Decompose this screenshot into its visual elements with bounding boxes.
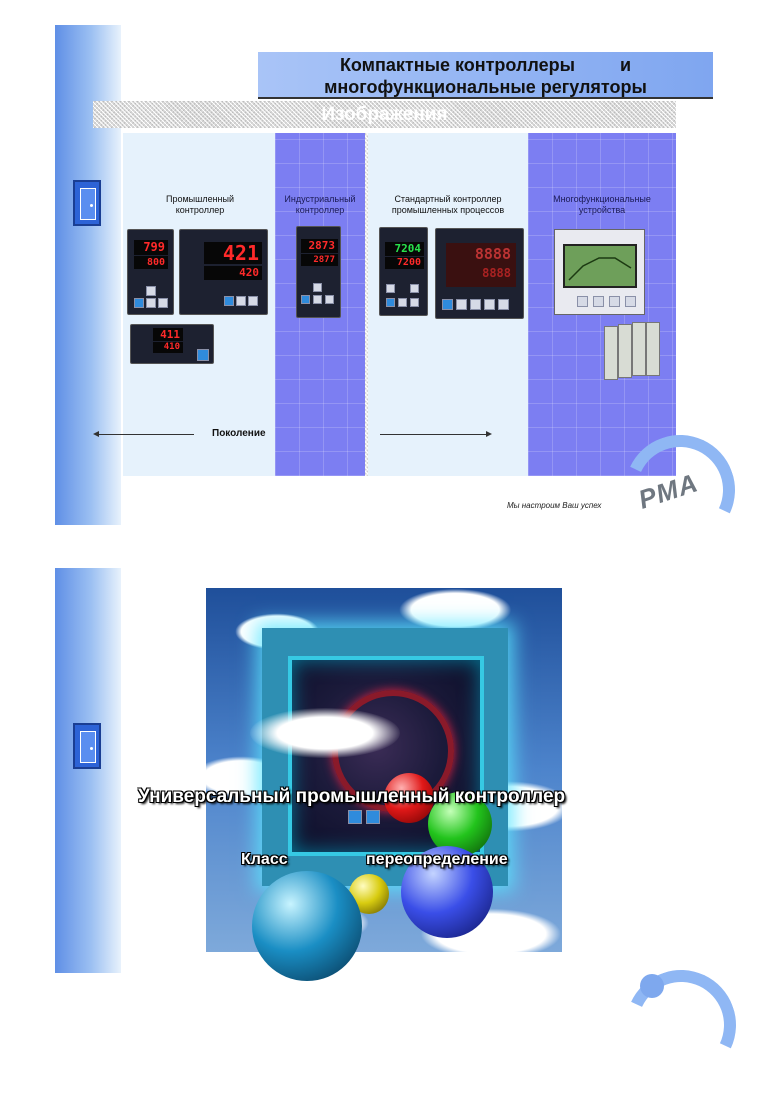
device-5-button-2 (410, 284, 419, 293)
controller-device-1: 799 800 (127, 229, 174, 315)
display-4-bottom: 2877 (301, 254, 338, 266)
device-1-button-3 (158, 298, 168, 308)
multifunction-button-4 (625, 296, 636, 307)
category-2-line-2: контроллер (295, 205, 345, 215)
display-2-bottom: 420 (204, 266, 262, 280)
title-bar (258, 52, 713, 98)
display-5-top: 7204 (385, 242, 424, 256)
logo-arc-bottom (610, 954, 752, 1096)
device-2-button-2 (248, 296, 258, 306)
device-4-blue-button (301, 295, 310, 304)
device-5-button-1 (386, 284, 395, 293)
device-1-button-2 (146, 298, 156, 308)
arrow-right-icon (486, 431, 492, 437)
lcd-screen (563, 244, 637, 288)
display-1-top: 799 (134, 240, 168, 255)
category-3-line-1: Стандартный контроллер (394, 194, 502, 204)
category-label-4: Многофункциональные устройства (532, 194, 672, 216)
controller-device-6: 8888 8888 (435, 228, 524, 319)
category-3-line-2: промышленных процессов (391, 205, 505, 215)
category-label-1: Промышленный контроллер (140, 194, 260, 216)
display-2-top: 421 (204, 242, 262, 264)
controller-device-5: 7204 7200 (379, 227, 428, 316)
multifunction-device (554, 229, 645, 315)
device-4-button-3 (325, 295, 334, 304)
device-5-button-3 (398, 298, 407, 307)
device-2-blue-button (224, 296, 234, 306)
multifunction-button-1 (577, 296, 588, 307)
multifunction-button-3 (609, 296, 620, 307)
label-class: Класс (241, 851, 288, 868)
section-header-bar (93, 101, 676, 128)
controller-device-3: 411 410 (130, 324, 214, 364)
multifunction-button-2 (593, 296, 604, 307)
page-title-line-2: многофункциональные регуляторы (324, 77, 647, 97)
arrow-left-icon (93, 431, 99, 437)
display-6-panel (446, 243, 516, 287)
category-4-line-1: Многофункциональные (553, 194, 651, 204)
page-title-line-1: Компактные контроллеры и (339, 55, 632, 75)
title-underline (258, 97, 713, 99)
display-6-top: 8888 (474, 245, 511, 263)
green-sphere (428, 792, 492, 856)
device-6-button-3 (484, 299, 495, 310)
device-6-button-2 (470, 299, 481, 310)
logo-dot-icon (640, 974, 664, 998)
cyan-sphere (252, 871, 362, 981)
display-4-top: 2873 (301, 239, 338, 253)
device-5-blue-button (386, 298, 395, 307)
screen-blue-button (348, 810, 362, 824)
generation-label: Поколение (212, 428, 266, 439)
slide-1-sidebar (55, 25, 121, 525)
controller-device-2: 421 420 (179, 229, 268, 315)
device-6-button-4 (498, 299, 509, 310)
category-4-line-2: устройства (578, 205, 626, 215)
display-1-bottom: 800 (134, 256, 168, 269)
section-header: Изображения (321, 104, 448, 125)
device-1-blue-button (134, 298, 144, 308)
display-6-bottom: 8888 (482, 266, 511, 280)
category-1-line-2: контроллер (175, 205, 225, 215)
din-rail-modules (604, 322, 662, 380)
device-4-button-2 (313, 295, 322, 304)
blue-sphere (401, 846, 493, 938)
screen-blue-button-2 (366, 810, 380, 824)
slide-1: Компактные контроллеры и многофункционал… (0, 0, 768, 561)
generation-line-left (99, 434, 194, 435)
controller-device-4: 2873 2877 (296, 226, 341, 318)
display-3-bottom: 410 (153, 342, 183, 353)
display-5-bottom: 7200 (385, 257, 424, 269)
label-redefine: переопределение (366, 851, 508, 868)
device-4-button-1 (313, 283, 322, 292)
slide-2-sidebar (55, 568, 121, 973)
tagline: Мы настроим Ваш успех (507, 501, 602, 510)
device-6-button-1 (456, 299, 467, 310)
device-6-blue-button (442, 299, 453, 310)
generation-line-right (380, 434, 486, 435)
lcd-curve-icon (568, 257, 632, 281)
category-2-line-1: Индустриальный (284, 194, 356, 204)
category-1-line-1: Промышленный (165, 194, 235, 204)
device-5-button-4 (410, 298, 419, 307)
red-sphere (384, 773, 434, 823)
slide-2: Универсальный промышленный контроллер Кл… (0, 560, 768, 1096)
display-3-top: 411 (153, 328, 183, 341)
headline: Универсальный промышленный контроллер (138, 786, 566, 807)
band-gap (365, 133, 368, 476)
device-1-button (146, 286, 156, 296)
door-icon[interactable] (73, 723, 101, 769)
category-label-2: Индустриальный контроллер (270, 194, 370, 216)
device-2-button-1 (236, 296, 246, 306)
cloud-overlay (250, 708, 400, 758)
category-label-3: Стандартный контроллер промышленных проц… (372, 194, 524, 216)
door-icon[interactable] (73, 180, 101, 226)
device-3-blue-button (197, 349, 209, 361)
